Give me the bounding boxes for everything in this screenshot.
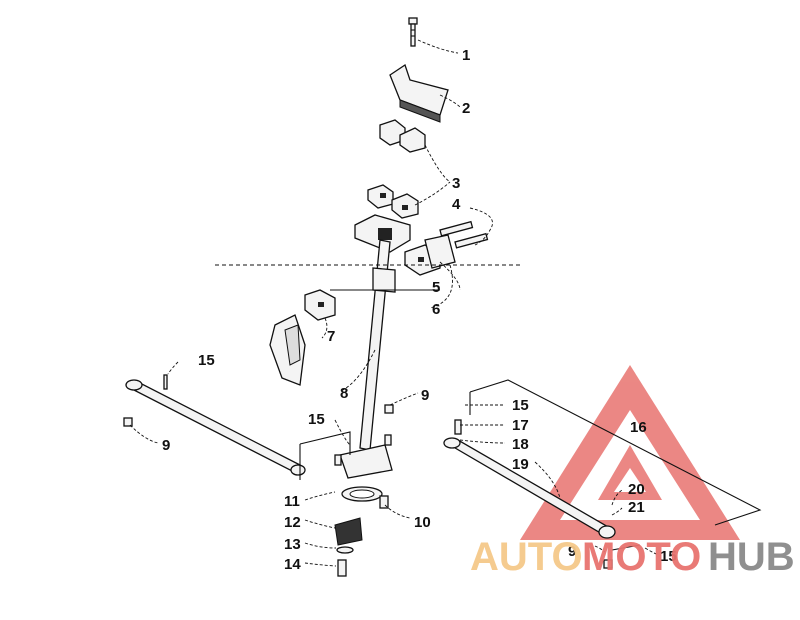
tie-rod-left — [123, 374, 306, 476]
watermark-text: AUTO MOTO HUB — [470, 535, 795, 579]
watermark-hub: HUB — [708, 535, 795, 579]
callouts: 1 2 3 4 5 6 7 8 9 15 9 15 11 10 12 13 14… — [162, 47, 677, 573]
callout-9-right: 9 — [568, 543, 576, 560]
bracket-under-7 — [269, 314, 306, 386]
callout-18: 18 — [512, 436, 529, 453]
steering-shaft-8 — [359, 239, 396, 451]
watermark-auto: AUTO — [470, 535, 583, 579]
callout-9-center: 9 — [421, 387, 429, 404]
callout-1: 1 — [462, 47, 470, 64]
callout-15-right: 15 — [512, 397, 529, 414]
callout-19: 19 — [512, 456, 529, 473]
bracket-2 — [389, 63, 449, 123]
watermark-logo — [520, 365, 740, 540]
callout-10: 10 — [414, 514, 431, 531]
callout-17: 17 — [512, 417, 529, 434]
callout-9-left: 9 — [162, 437, 170, 454]
lower-assembly — [334, 404, 394, 577]
guide-lines — [215, 264, 520, 291]
callout-13: 13 — [284, 536, 301, 553]
leader-lines — [129, 39, 659, 567]
callout-11: 11 — [284, 493, 300, 510]
blocks-5-6 — [404, 234, 456, 276]
callout-20: 20 — [628, 481, 645, 498]
callout-3: 3 — [452, 175, 460, 192]
callout-14: 14 — [284, 556, 301, 573]
tie-rod-right — [443, 419, 641, 569]
callout-6: 6 — [432, 301, 440, 318]
steering-post-mount — [354, 214, 411, 253]
callout-4: 4 — [452, 196, 461, 213]
bolt-1 — [408, 17, 418, 47]
callout-8: 8 — [340, 385, 348, 402]
bolts-4 — [439, 220, 489, 249]
callout-15-bottom: 15 — [660, 548, 677, 565]
callout-15-center: 15 — [308, 411, 325, 428]
callout-16: 16 — [630, 419, 647, 436]
callout-2: 2 — [462, 100, 470, 117]
blocks-3-upper — [367, 119, 426, 219]
callout-12: 12 — [284, 514, 301, 531]
callout-5: 5 — [432, 279, 440, 296]
block-7 — [304, 289, 336, 321]
watermark-moto: MOTO — [582, 535, 701, 579]
perspective-box — [299, 379, 762, 526]
callout-15-left: 15 — [198, 352, 215, 369]
callout-21: 21 — [628, 499, 645, 516]
callout-7: 7 — [327, 328, 335, 345]
